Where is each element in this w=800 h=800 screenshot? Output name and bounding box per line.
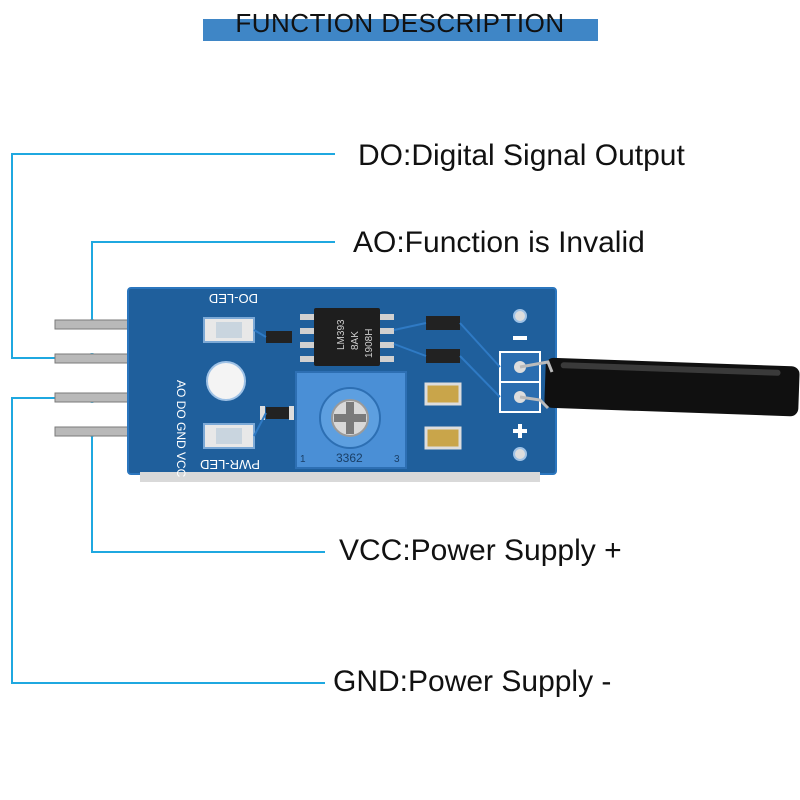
- leader-line-gnd: [11, 397, 325, 684]
- pin-label-do: DO:Digital Signal Output: [358, 139, 685, 172]
- pot-pin1-label: 1: [300, 454, 306, 465]
- title-banner: FUNCTION DESCRIPTION: [0, 0, 800, 60]
- pin-label-ao: AO:Function is Invalid: [353, 226, 645, 259]
- chip-line3: 1908H: [364, 329, 375, 358]
- leader-dots: [87, 319, 97, 437]
- vibration-sensor-tube: [519, 357, 800, 417]
- pcb-traces: [253, 322, 501, 437]
- pin-header-label: AO DO GND VCC: [174, 380, 188, 478]
- pot-label: 3362: [336, 451, 363, 465]
- pot-pin3-label: 3: [394, 454, 400, 465]
- lm393-chip: LM393 8AK 1908H: [300, 308, 394, 366]
- leader-line-do: [11, 153, 335, 359]
- mounting-hole: [206, 361, 246, 401]
- potentiometer: 1 3362 3: [295, 371, 407, 469]
- leader-line-ao: [91, 241, 335, 324]
- chip-line1: LM393: [336, 319, 347, 350]
- resistors: [260, 316, 460, 420]
- capacitors: [424, 382, 462, 450]
- title-underline-bar: [203, 19, 598, 41]
- page-title: FUNCTION DESCRIPTION: [235, 8, 565, 38]
- pin-label-gnd: GND:Power Supply -: [333, 665, 612, 698]
- leader-line-vcc: [91, 432, 325, 553]
- leader-lines: [11, 153, 335, 684]
- pin-label-vcc: VCC:Power Supply +: [339, 534, 622, 567]
- pwr-led-label: PWR-LED: [200, 457, 260, 472]
- do-led-label: DO-LED: [209, 291, 258, 306]
- sensor-board: DO-LED PWR-LED AO DO GND VCC: [127, 287, 557, 482]
- chip-line2: 8AK: [350, 331, 361, 350]
